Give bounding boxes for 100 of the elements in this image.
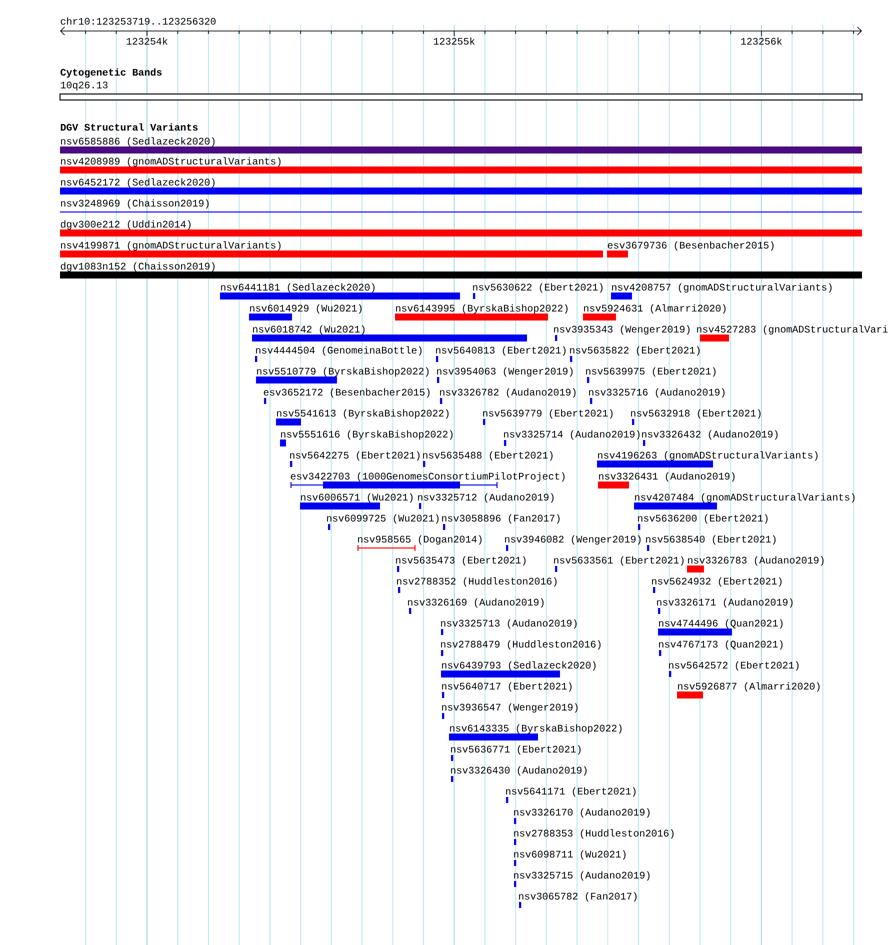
ruler-tick-label: 123254k [126,37,168,45]
node-label: nsv3065782 (Fan2017) [519,892,637,902]
variant-feature: nsv4744496 (Quan2021) [658,619,783,636]
node-label: nsv3325714 (Audano2019) [504,430,640,440]
node-label: nsv4767173 (Quan2021) [659,640,783,650]
node-label: nsv4199871 (gnomADStructuralVariants) [61,241,281,251]
node-label: nsv3326782 (Audano2019) [440,388,576,398]
variant-feature: nsv3326782 (Audano2019) [440,388,576,404]
node-label: nsv5640717 (Ebert2021) [442,682,572,692]
variant-feature: esv3422703 (1000GenomesConsortiumPilotProject) [290,472,565,488]
node-label: nsv5632918 (Ebert2021) [631,409,761,419]
node-label: nsv5635822 (Ebert2021) [570,346,700,356]
variant-feature: nsv3326783 (Audano2019) [687,556,824,572]
node-label: nsv3058896 (Fan2017) [442,514,560,524]
node-label: nsv2788479 (Huddleston2016) [441,640,601,650]
variant-feature: nsv6585886 (Sedlazeck2020) [60,137,862,154]
variant-feature: nsv3935343 (Wenger2019) [554,325,690,341]
node-label: nsv3326169 (Audano2019) [408,598,544,608]
coordinate-range: chr10:123253719..123256320 [60,17,216,25]
node-label: nsv5638540 (Ebert2021) [646,535,776,545]
track-heading: Cytogenetic Bands [60,68,162,78]
variant-feature: nsv3326430 (Audano2019) [451,766,587,782]
variant-feature: nsv6099725 (Wu2021) [327,514,439,530]
variant-feature: nsv3325716 (Audano2019) [589,388,725,404]
node-label: nsv3954063 (Wenger2019) [437,367,573,377]
node-label: nsv3325716 (Audano2019) [589,388,725,398]
variant-feature: nsv6439793 (Sedlazeck2020) [441,661,596,678]
variant-feature: nsv4208989 (gnomADStructuralVariants) [60,157,862,174]
variant-feature: nsv3326431 (Audano2019) [598,472,735,488]
node-label: nsv3326171 (Audano2019) [657,598,793,608]
node-label: nsv3936547 (Wenger2019) [442,703,578,713]
variant-feature: nsv5635473 (Ebert2021) [396,556,526,572]
node-label: nsv3326170 (Audano2019) [514,808,650,818]
node-label: nsv3326430 (Audano2019) [451,766,587,776]
variant-feature: nsv5624932 (Ebert2021) [652,577,782,593]
variant-feature: nsv5639975 (Ebert2021) [586,367,716,383]
node-label: nsv5926877 (Almarri2020) [678,682,820,692]
node-label: nsv5642275 (Ebert2021) [290,451,420,461]
node-label: nsv6585886 (Sedlazeck2020) [61,137,215,147]
variant-feature: nsv5926877 (Almarri2020) [677,682,820,698]
variant-feature: nsv5642275 (Ebert2021) [290,451,420,467]
node-label: nsv6098711 (Wu2021) [514,850,626,860]
variant-feature: nsv3325713 (Audano2019) [441,619,577,635]
variant-feature: nsv958565 (Dogan2014) [358,535,482,552]
variant-feature: nsv3954063 (Wenger2019) [437,367,573,383]
variant-feature: nsv6018742 (Wu2021) [252,325,527,342]
node-label: esv3652172 (Besenbacher2015) [264,388,430,398]
variant-feature: nsv5635488 (Ebert2021) [423,451,553,467]
variant-feature: nsv6452172 (Sedlazeck2020) [60,178,862,194]
variant-feature: dgv300e212 (Uddin2014) [60,220,862,236]
variant-feature: nsv4199871 (gnomADStructuralVariants) [60,241,603,258]
variant-feature: nsv6143995 (ByrskaBishop2022) [395,304,568,320]
node-label: nsv5924631 (Almarri2020) [584,304,726,314]
variant-feature: nsv5640813 (Ebert2021) [436,346,566,362]
node-label: nsv6143335 (ByrskaBishop2022) [450,724,622,734]
node-label: esv3679736 (Besenbacher2015) [608,241,774,251]
ruler-tick-label: 123256k [741,37,782,45]
node-label: nsv3326431 (Audano2019) [599,472,735,482]
variant-feature: nsv6014929 (Wu2021) [249,304,362,320]
node-label: nsv6441181 (Sedlazeck2020) [221,283,375,293]
node-label: nsv3946082 (Wenger2019) [505,535,641,545]
node-label: esv3422703 (1000GenomesConsortiumPilotProject) [290,472,565,482]
node-label: dgv1083n152 (Chaisson2019) [60,262,215,272]
variant-feature: nsv3936547 (Wenger2019) [442,703,578,719]
variant-feature: nsv4207484 (gnomADStructuralVariants) [634,493,855,510]
variant-feature: nsv5633561 (Ebert2021) [554,556,684,572]
node-label: nsv3325712 (Audano2019) [418,493,554,503]
node-label: nsv6018742 (Wu2021) [253,325,365,335]
variant-feature: nsv5510779 (ByrskaBishop2022) [256,367,429,384]
variant-feature: nsv6098711 (Wu2021) [514,850,626,866]
node-label: nsv3325713 (Audano2019) [441,619,577,629]
variant-feature: nsv3326171 (Audano2019) [657,598,793,614]
node-label: nsv3935343 (Wenger2019) [554,325,690,335]
node-label: nsv4444504 (GenomeinaBottle) [256,346,422,356]
variant-feature: nsv5635822 (Ebert2021) [570,346,700,362]
node-label: nsv4744496 (Quan2021) [659,619,783,629]
variant-feature: nsv5551616 (ByrskaBishop2022) [280,430,453,446]
variant-feature: nsv3325714 (Audano2019) [504,430,640,446]
node-label: dgv300e212 (Uddin2014) [60,220,191,230]
node-label: nsv4527283 (gnomADStructuralVari [697,325,888,335]
variant-feature: nsv5642572 (Ebert2021) [669,661,799,677]
node-label: nsv5636200 (Ebert2021) [638,514,768,524]
variant-feature: nsv4767173 (Quan2021) [659,640,783,656]
node-label: nsv4196263 (gnomADStructuralVariants) [598,451,818,461]
node-label: nsv5624932 (Ebert2021) [652,577,782,587]
node-label: nsv6099725 (Wu2021) [327,514,439,524]
variant-feature: nsv5638540 (Ebert2021) [646,535,776,551]
variant-feature: nsv4196263 (gnomADStructuralVariants) [597,451,818,468]
variant-feature: nsv5640717 (Ebert2021) [442,682,572,698]
node-label: nsv5510779 (ByrskaBishop2022) [257,367,429,377]
variant-feature: nsv5541613 (ByrskaBishop2022) [276,409,449,426]
variant-feature: nsv5641171 (Ebert2021) [506,787,636,803]
node-label: nsv5630622 (Ebert2021) [473,283,603,293]
node-label: nsv5635488 (Ebert2021) [423,451,553,461]
node-label: nsv5640813 (Ebert2021) [436,346,566,356]
variant-feature: nsv4527283 (gnomADStructuralVari [697,325,888,342]
variant-feature: nsv3326169 (Audano2019) [408,598,544,614]
variant-feature: nsv6006571 (Wu2021) [300,493,413,510]
variant-feature: esv3679736 (Besenbacher2015) [607,241,774,258]
node-label: nsv5641171 (Ebert2021) [506,787,636,797]
